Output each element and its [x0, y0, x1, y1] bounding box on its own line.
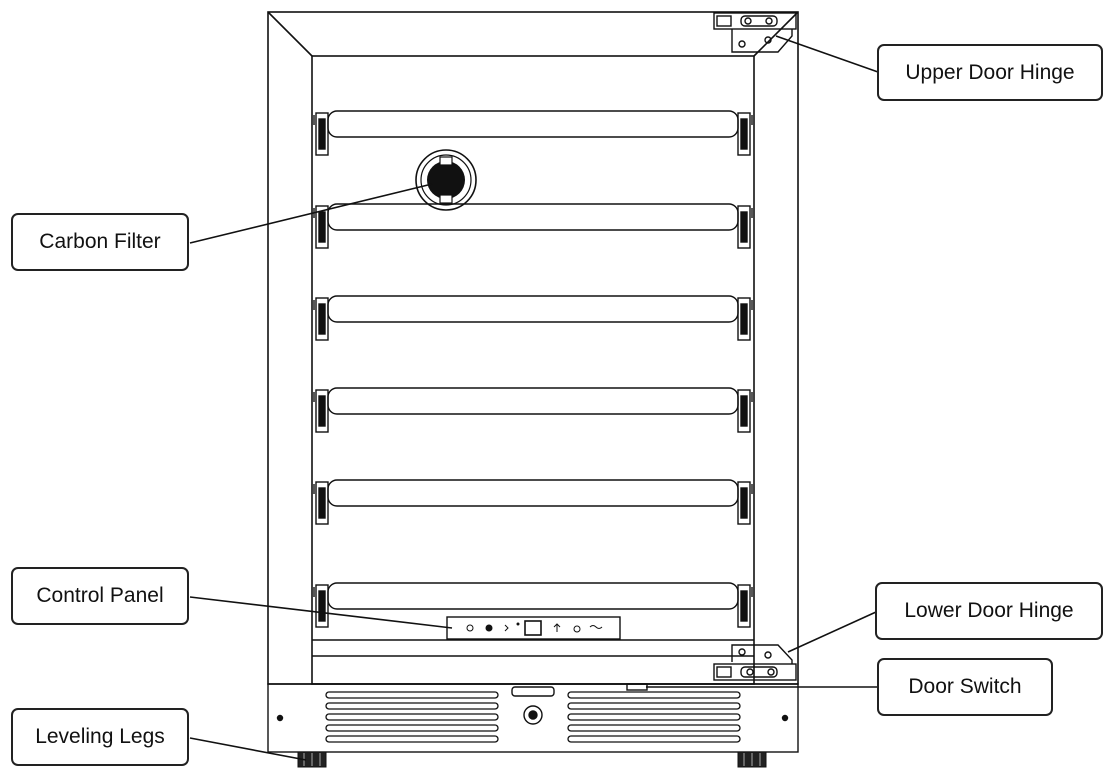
shelf — [313, 387, 753, 433]
upper-door-hinge-label: Upper Door Hinge — [877, 44, 1103, 101]
shelf — [313, 110, 753, 156]
leader-lines — [189, 35, 879, 761]
control-panel-label: Control Panel — [11, 567, 189, 625]
vent-slot — [325, 702, 499, 710]
shelf — [313, 203, 753, 249]
vent-slot — [567, 691, 741, 699]
door-switch-label: Door Switch — [877, 658, 1053, 716]
control-panel — [446, 616, 621, 640]
upper-door-hinge — [713, 12, 797, 53]
lower-door-hinge-label: Lower Door Hinge — [875, 582, 1103, 640]
shelf — [313, 582, 753, 628]
carbon-filter — [415, 149, 477, 211]
vent-slot — [325, 691, 499, 699]
vent-slots — [325, 691, 741, 743]
vent-slot — [567, 735, 741, 743]
shelves — [313, 110, 753, 628]
door-switch — [626, 683, 648, 691]
leveling-legs — [297, 751, 767, 768]
vent-slot — [567, 702, 741, 710]
leveling-legs-label: Leveling Legs — [11, 708, 189, 766]
vent-slot — [325, 724, 499, 732]
cabinet-inner — [311, 55, 755, 685]
shelf — [313, 479, 753, 525]
lower-door-hinge — [713, 644, 797, 681]
vent-slot — [567, 713, 741, 721]
carbon-filter-label: Carbon Filter — [11, 213, 189, 271]
vent-slot — [325, 735, 499, 743]
vent-slot — [325, 713, 499, 721]
vent-slot — [567, 724, 741, 732]
base-grille — [267, 683, 799, 753]
shelf — [313, 295, 753, 341]
